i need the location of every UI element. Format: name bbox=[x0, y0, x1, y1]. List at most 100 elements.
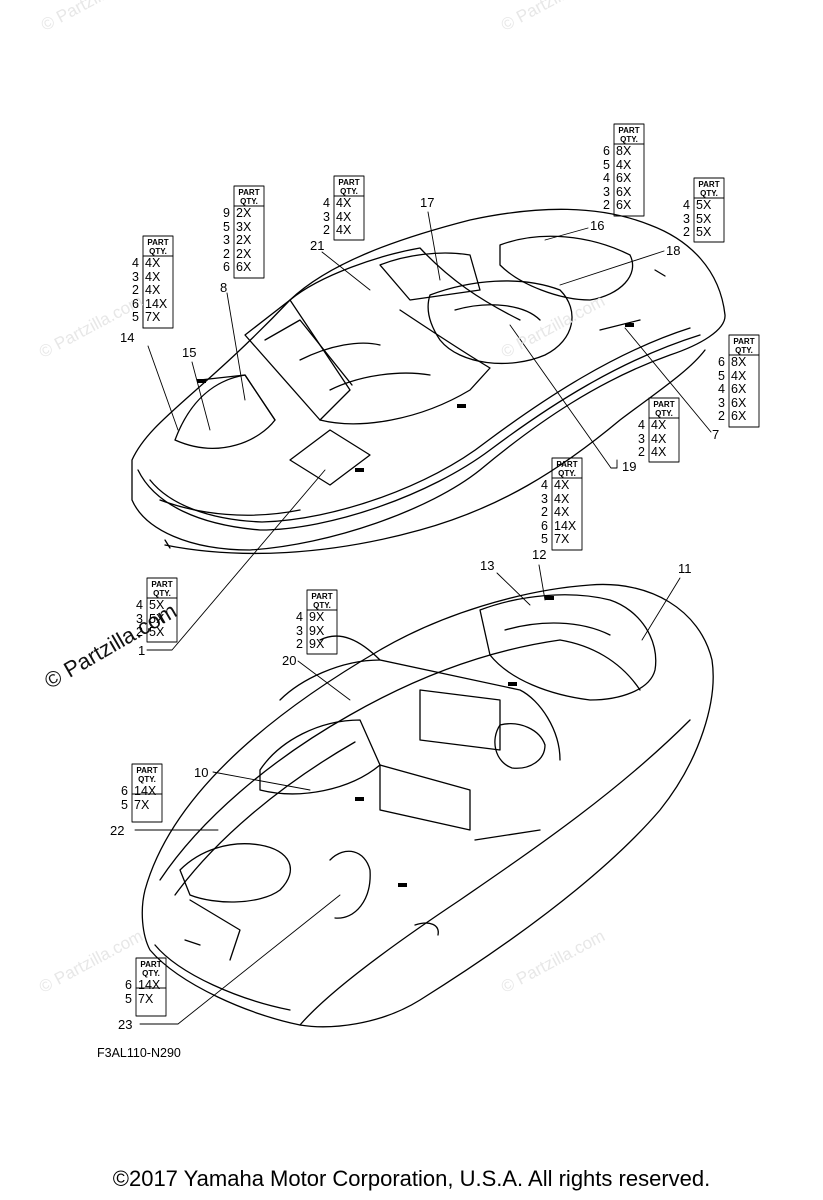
qty-row-number: 6 bbox=[603, 144, 610, 158]
qty-header-qty: QTY. bbox=[700, 189, 718, 198]
qty-row-value: 4X bbox=[145, 256, 161, 270]
qty-row-number: 5 bbox=[132, 310, 139, 324]
callout-21: 21 bbox=[310, 238, 325, 253]
callout-22: 22 bbox=[110, 823, 125, 838]
qty-row-value: 5X bbox=[149, 611, 165, 626]
qty-row-value: 2X bbox=[236, 206, 252, 220]
qty-row-number: 4 bbox=[296, 610, 303, 624]
callout-10: 10 bbox=[194, 765, 209, 780]
qty-row-value: 4X bbox=[336, 196, 352, 210]
qty-row-value: 6X bbox=[731, 409, 747, 423]
qty-row-value: 6X bbox=[616, 198, 632, 212]
callout-1: 1 bbox=[138, 643, 146, 658]
qty-row-value: 14X bbox=[134, 784, 157, 798]
qty-row-value: 7X bbox=[134, 797, 150, 812]
qty-row-number: 6 bbox=[132, 296, 139, 311]
qty-header-part: PART bbox=[136, 766, 158, 775]
callout-14: 14 bbox=[120, 330, 135, 345]
qty-row-value: 14X bbox=[138, 978, 161, 992]
qty-row-number: 5 bbox=[121, 797, 128, 812]
qty-row-number: 9 bbox=[223, 206, 230, 220]
qty-header-part: PART bbox=[618, 126, 640, 135]
lower-boat-hull bbox=[141, 583, 714, 1028]
callout-23: 23 bbox=[118, 1017, 133, 1032]
part-markers bbox=[197, 323, 634, 887]
qty-row-number: 5 bbox=[718, 368, 725, 383]
qty-row-number: 6 bbox=[223, 260, 230, 274]
qty-row-number: 5 bbox=[125, 991, 132, 1006]
qty-header-qty: QTY. bbox=[558, 469, 576, 478]
qty-row-number: 2 bbox=[323, 223, 330, 237]
qty-header-qty: QTY. bbox=[153, 589, 171, 598]
upper-boat-hull bbox=[131, 208, 726, 555]
qty-row-value: 9X bbox=[309, 637, 325, 651]
qty-row-number: 2 bbox=[132, 283, 139, 297]
qty-row-number: 3 bbox=[132, 269, 139, 284]
qty-row-value: 2X bbox=[236, 233, 252, 247]
callout-8: 8 bbox=[220, 280, 228, 295]
qty-row-value: 7X bbox=[554, 532, 570, 546]
qty-row-number: 2 bbox=[136, 625, 143, 639]
qty-row-number: 3 bbox=[296, 623, 303, 638]
qty-row-value: 5X bbox=[696, 198, 712, 212]
qty-row-number: 3 bbox=[683, 211, 690, 226]
qty-header-qty: QTY. bbox=[142, 969, 160, 978]
qty-header-part: PART bbox=[556, 460, 578, 469]
qty-row-value: 14X bbox=[145, 296, 168, 311]
qty-row-value: 2X bbox=[236, 246, 252, 261]
qty-row-number: 3 bbox=[223, 233, 230, 247]
qty-row-value: 9X bbox=[309, 623, 325, 638]
qty-row-value: 6X bbox=[236, 260, 252, 274]
qty-row-number: 4 bbox=[603, 171, 610, 185]
qty-header-qty: QTY. bbox=[240, 197, 258, 206]
qty-table-frames bbox=[131, 123, 760, 1017]
qty-row-value: 7X bbox=[145, 310, 161, 324]
qty-header-part: PART bbox=[147, 238, 169, 247]
qty-row-number: 2 bbox=[296, 637, 303, 651]
qty-header-qty: QTY. bbox=[735, 346, 753, 355]
copyright-notice: ©2017 Yamaha Motor Corporation, U.S.A. A… bbox=[112, 1166, 711, 1191]
qty-header-qty: QTY. bbox=[138, 775, 156, 784]
qty-header-part: PART bbox=[698, 180, 720, 189]
qty-row-value: 4X bbox=[336, 209, 352, 224]
qty-row-value: 14X bbox=[554, 518, 577, 533]
qty-row-value: 6X bbox=[616, 171, 632, 185]
qty-row-number: 5 bbox=[541, 532, 548, 546]
qty-row-value: 5X bbox=[149, 625, 165, 639]
callout-12: 12 bbox=[532, 547, 547, 562]
qty-row-number: 4 bbox=[136, 598, 143, 612]
qty-row-number: 4 bbox=[132, 256, 139, 270]
qty-row-number: 5 bbox=[603, 157, 610, 172]
qty-row-value: 7X bbox=[138, 991, 154, 1006]
qty-header-qty: QTY. bbox=[313, 601, 331, 610]
qty-row-value: 4X bbox=[554, 491, 570, 506]
figure-code: F3AL110-N290 bbox=[97, 1046, 181, 1060]
qty-row-number: 6 bbox=[541, 518, 548, 533]
qty-row-number: 3 bbox=[718, 395, 725, 410]
qty-row-number: 2 bbox=[603, 198, 610, 212]
qty-header-qty: QTY. bbox=[620, 135, 638, 144]
callout-7: 7 bbox=[712, 427, 720, 442]
qty-row-number: 2 bbox=[541, 505, 548, 519]
qty-row-number: 3 bbox=[136, 611, 143, 626]
qty-row-value: 5X bbox=[696, 225, 712, 239]
qty-header-qty: QTY. bbox=[340, 187, 358, 196]
callout-17: 17 bbox=[420, 195, 435, 210]
qty-row-value: 6X bbox=[731, 382, 747, 396]
callout-18: 18 bbox=[666, 243, 681, 258]
qty-header-part: PART bbox=[140, 960, 162, 969]
qty-row-value: 6X bbox=[731, 395, 747, 410]
qty-row-number: 4 bbox=[718, 382, 725, 396]
qty-row-value: 4X bbox=[731, 368, 747, 383]
qty-header-qty: QTY. bbox=[655, 409, 673, 418]
qty-row-value: 4X bbox=[554, 478, 570, 492]
qty-row-value: 4X bbox=[145, 269, 161, 284]
qty-row-number: 4 bbox=[541, 478, 548, 492]
qty-row-value: 6X bbox=[616, 184, 632, 199]
qty-header-part: PART bbox=[238, 188, 260, 197]
qty-header-part: PART bbox=[338, 178, 360, 187]
qty-row-value: 4X bbox=[651, 445, 667, 459]
callout-20: 20 bbox=[282, 653, 297, 668]
callout-19: 19 bbox=[622, 459, 637, 474]
